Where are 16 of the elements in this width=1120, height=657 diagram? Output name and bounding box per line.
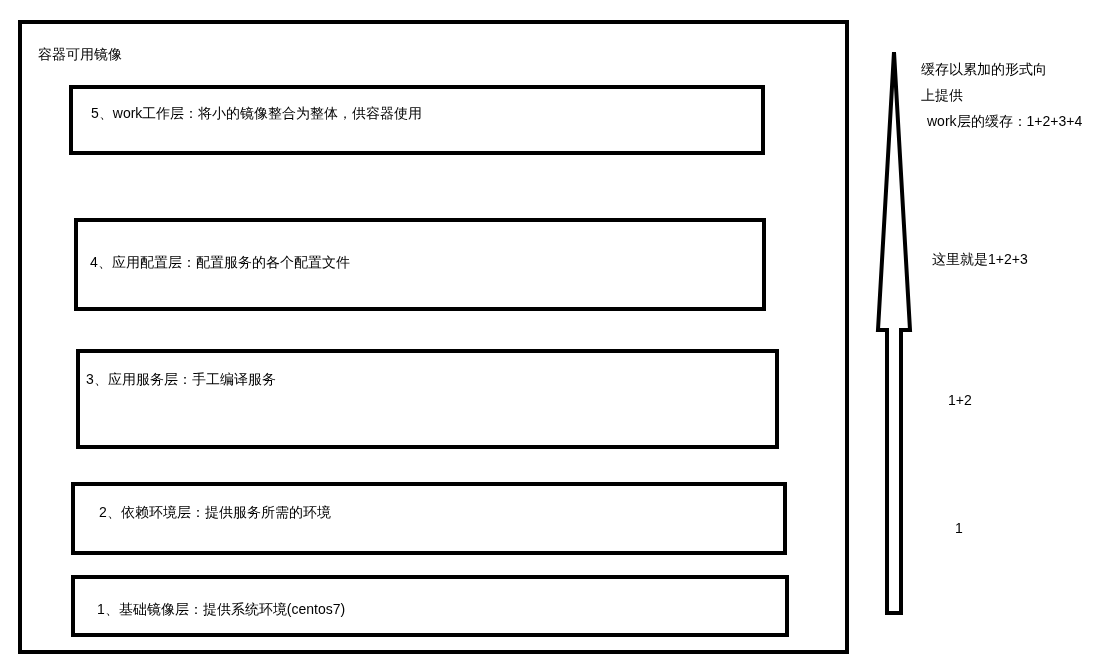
layer-box	[71, 482, 787, 555]
note-text: 1	[955, 519, 964, 538]
container-title: 容器可用镜像	[38, 46, 122, 64]
layer-label: 3、应用服务层：手工编译服务	[86, 371, 276, 389]
layer-label: 5、work工作层：将小的镜像整合为整体，供容器使用	[91, 105, 423, 123]
layer-box	[74, 218, 766, 311]
layer-label: 1、基础镜像层：提供系统环境(centos7)	[97, 601, 346, 619]
note-text: 这里就是1+2+3	[932, 250, 1029, 269]
layer-box	[76, 349, 779, 449]
container-box	[18, 20, 849, 654]
layer-box	[71, 575, 789, 637]
layer-label: 2、依赖环境层：提供服务所需的环境	[99, 504, 331, 522]
layer-label: 4、应用配置层：配置服务的各个配置文件	[90, 254, 350, 272]
note-text: work层的缓存：1+2+3+4	[927, 112, 1084, 131]
layer-box	[69, 85, 765, 155]
note-text: 1+2	[948, 391, 973, 410]
